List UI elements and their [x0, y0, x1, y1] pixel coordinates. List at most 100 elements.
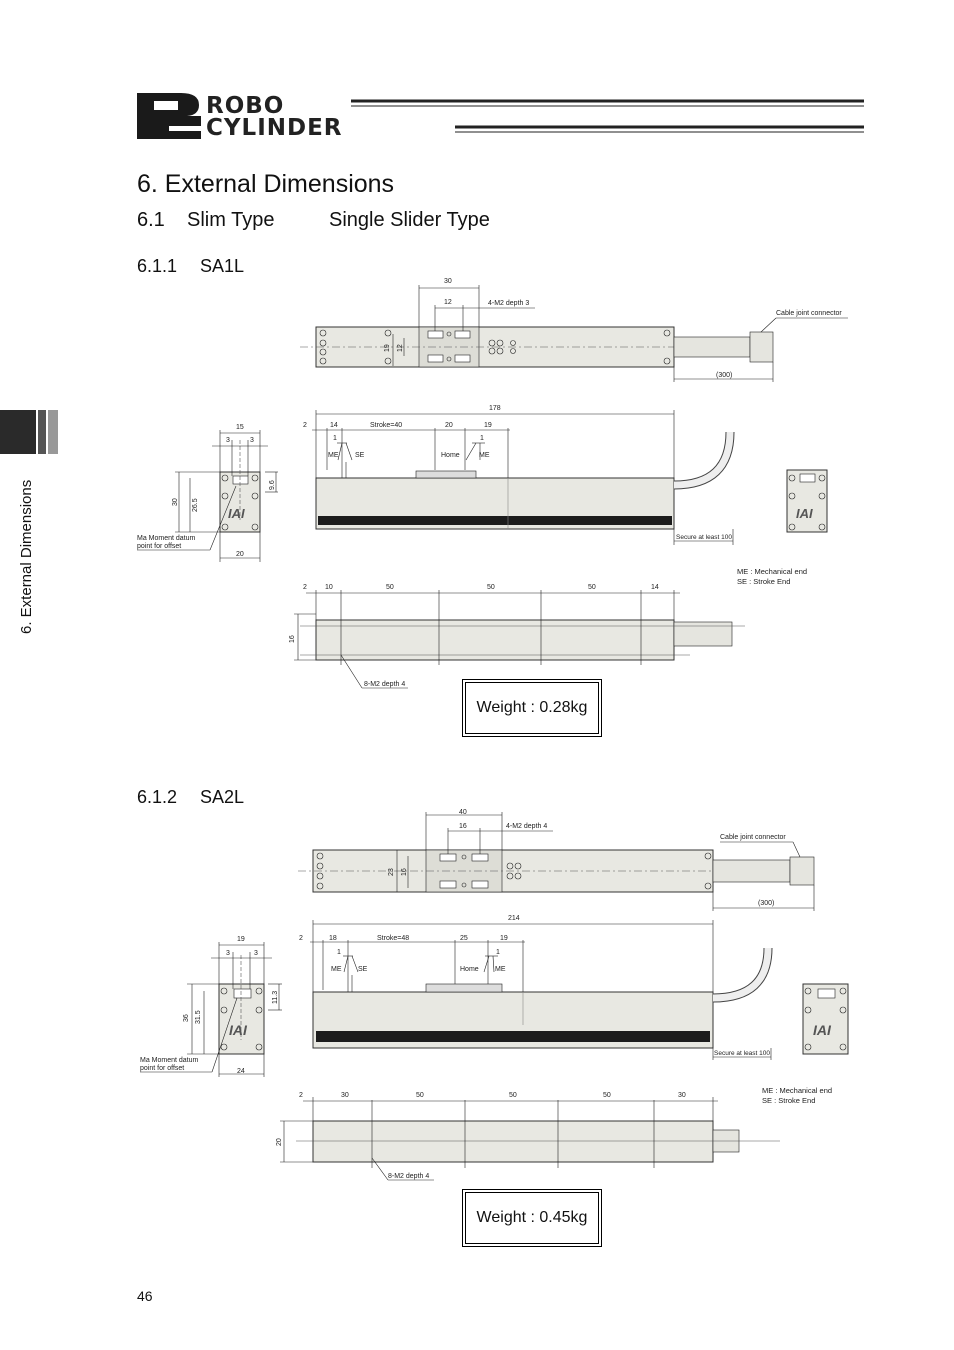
sa1l-bot-d14: 14	[651, 584, 659, 591]
sa1l-bot-d2: 2	[303, 584, 307, 591]
rc-logo-mark	[137, 93, 864, 139]
sa2l-datum-2: point for offset	[140, 1065, 184, 1072]
sa2l-dim-23: 23	[388, 868, 395, 876]
sa1l-me2: ME	[479, 452, 490, 459]
sa1l-side-d14: 14	[330, 422, 338, 429]
sa2l-secure: Secure at least 100	[714, 1050, 770, 1057]
sa2l-end-h113: 11.3	[272, 991, 279, 1004]
sa2l-end-h315: 31.5	[195, 1010, 202, 1024]
side-tab-shape	[0, 410, 58, 454]
sa2l-side-d2: 2	[299, 935, 303, 942]
sa2l-me2: ME	[495, 966, 506, 973]
sa1l-bot-tap: 8-M2 depth 4	[364, 681, 405, 688]
sa1l-home: Home	[441, 452, 460, 459]
sa1l-dim-30: 30	[444, 278, 452, 285]
sa2l-weight-box: Weight : 0.45kg	[462, 1189, 602, 1247]
sa2l-end-view: IAI 19 3 3 36 31.5 11.3 24 Ma Moment dat…	[140, 936, 282, 1077]
sa2l-bot-d50b: 50	[509, 1092, 517, 1099]
sa2l-bot-d30b: 30	[678, 1092, 686, 1099]
logo-line-2: CYLINDER	[206, 115, 343, 141]
sa1l-me: ME	[328, 452, 339, 459]
sa1l-brand-right: IAI	[796, 506, 813, 521]
sa1l-tap-top: 4-M2 depth 3	[488, 300, 529, 307]
sa2l-bot-d2: 2	[299, 1092, 303, 1099]
section-subname: Single Slider Type	[329, 209, 490, 231]
sa2l-brand: IAI	[229, 1022, 248, 1038]
sa1l-bot-h16: 16	[289, 635, 296, 643]
sa2l-stroke: Stroke=48	[377, 935, 409, 942]
sa1l-end-w3a: 3	[226, 437, 230, 444]
sa1l-heading-number: 6.1.1	[137, 256, 178, 276]
sa1l-end-view: IAI 15 3 3 30 26.5 9.6 20 Ma Moment datu…	[137, 424, 278, 562]
sa2l-dim-16v: 16	[401, 868, 408, 876]
sa1l-end-w20: 20	[236, 551, 244, 558]
sa1l-total-length: 178	[489, 405, 501, 412]
sa2l-side-d18: 18	[329, 935, 337, 942]
sa1l-stroke: Stroke=40	[370, 422, 402, 429]
sa2l-top-view: 40 16 4-M2 depth 4 23 16 Cable joint con…	[298, 809, 815, 911]
sa2l-end-w3b: 3	[254, 950, 258, 957]
sa1l-bottom-view: 2 10 50 50 50 14 16 8-M2 depth 4	[289, 584, 745, 689]
side-tab-marker	[0, 410, 58, 454]
sa1l-end-view-right: IAI	[786, 469, 828, 533]
sa2l-bot-tap: 8-M2 depth 4	[388, 1173, 429, 1180]
sa2l-brand-right: IAI	[813, 1022, 832, 1038]
logo	[137, 93, 864, 139]
sa2l-bot-d50a: 50	[416, 1092, 424, 1099]
sa1l-bot-d10: 10	[325, 584, 333, 591]
sa2l-end-w24: 24	[237, 1068, 245, 1075]
sa2l-heading-number: 6.1.2	[137, 787, 178, 807]
sa1l-bot-d50a: 50	[386, 584, 394, 591]
sa2l-bot-d50c: 50	[603, 1092, 611, 1099]
sa1l-end-h30: 30	[172, 498, 179, 506]
sa2l-one-b: 1	[496, 949, 500, 956]
sa1l-dim-12: 12	[444, 299, 452, 306]
sa2l-me: ME	[331, 966, 342, 973]
sa2l-side-d19: 19	[500, 935, 508, 942]
sa2l-side-view: 214 2 18 Stroke=48 25 19 1 1 ME SE Home …	[299, 915, 773, 1060]
page-number: 46	[137, 1288, 153, 1304]
sa1l-bot-d50c: 50	[588, 584, 596, 591]
sa1l-end-w3b: 3	[250, 437, 254, 444]
sa1l-end-h96: 9.6	[269, 480, 276, 490]
sa1l-side-d20: 20	[445, 422, 453, 429]
sa1l-datum-2: point for offset	[137, 543, 181, 550]
sa1l-drawing: 30 12 4-M2 depth 3 19 12 Cable joint con…	[137, 278, 848, 689]
sa1l-legend-me: ME : Mechanical end	[737, 567, 807, 576]
sa1l-side-d2: 2	[303, 422, 307, 429]
sa2l-heading-name: SA2L	[200, 787, 245, 807]
sa1l-dim-19: 19	[384, 344, 391, 352]
sa2l-total-length: 214	[508, 915, 520, 922]
sa2l-se: SE	[358, 966, 368, 973]
sa2l-bot-h20: 20	[276, 1138, 283, 1146]
sa1l-one-b: 1	[480, 435, 484, 442]
sa2l-home: Home	[460, 966, 479, 973]
sa1l-side-view: 178 2 14 Stroke=40 20 19 1 1 ME SE Home …	[303, 405, 735, 545]
sa1l-legend-se: SE : Stroke End	[737, 577, 790, 586]
sa1l-heading-name: SA1L	[200, 256, 245, 276]
sa1l-secure: Secure at least 100	[676, 534, 732, 541]
sa1l-end-w15: 15	[236, 424, 244, 431]
sa2l-drawing: 40 16 4-M2 depth 4 23 16 Cable joint con…	[140, 809, 849, 1181]
sa1l-datum-1: Ma Moment datum	[137, 535, 196, 542]
sa2l-bot-d30a: 30	[341, 1092, 349, 1099]
sa1l-end-h265: 26.5	[192, 498, 199, 512]
sa2l-end-w3a: 3	[226, 950, 230, 957]
sa2l-datum-1: Ma Moment datum	[140, 1057, 199, 1064]
sa2l-end-view-right: IAI	[802, 983, 849, 1055]
sa1l-se: SE	[355, 452, 365, 459]
sa2l-side-d25: 25	[460, 935, 468, 942]
sa2l-bottom-view: 2 30 50 50 50 30 20 8-M2 depth 4	[276, 1092, 780, 1181]
sa1l-cable-length: (300)	[716, 372, 732, 379]
logo-line-1: ROBO	[206, 93, 285, 119]
sa1l-connector-label: Cable joint connector	[776, 310, 842, 317]
section-name: Slim Type	[187, 209, 275, 231]
sa2l-end-h36: 36	[183, 1014, 190, 1022]
sa2l-dim-16: 16	[459, 823, 467, 830]
sa2l-legend-me: ME : Mechanical end	[762, 1086, 832, 1095]
sa2l-one-a: 1	[337, 949, 341, 956]
sa2l-dim-40: 40	[459, 809, 467, 816]
sa1l-dim-12v: 12	[397, 344, 404, 352]
sa2l-tap-top: 4-M2 depth 4	[506, 823, 547, 830]
sa2l-end-w19: 19	[237, 936, 245, 943]
